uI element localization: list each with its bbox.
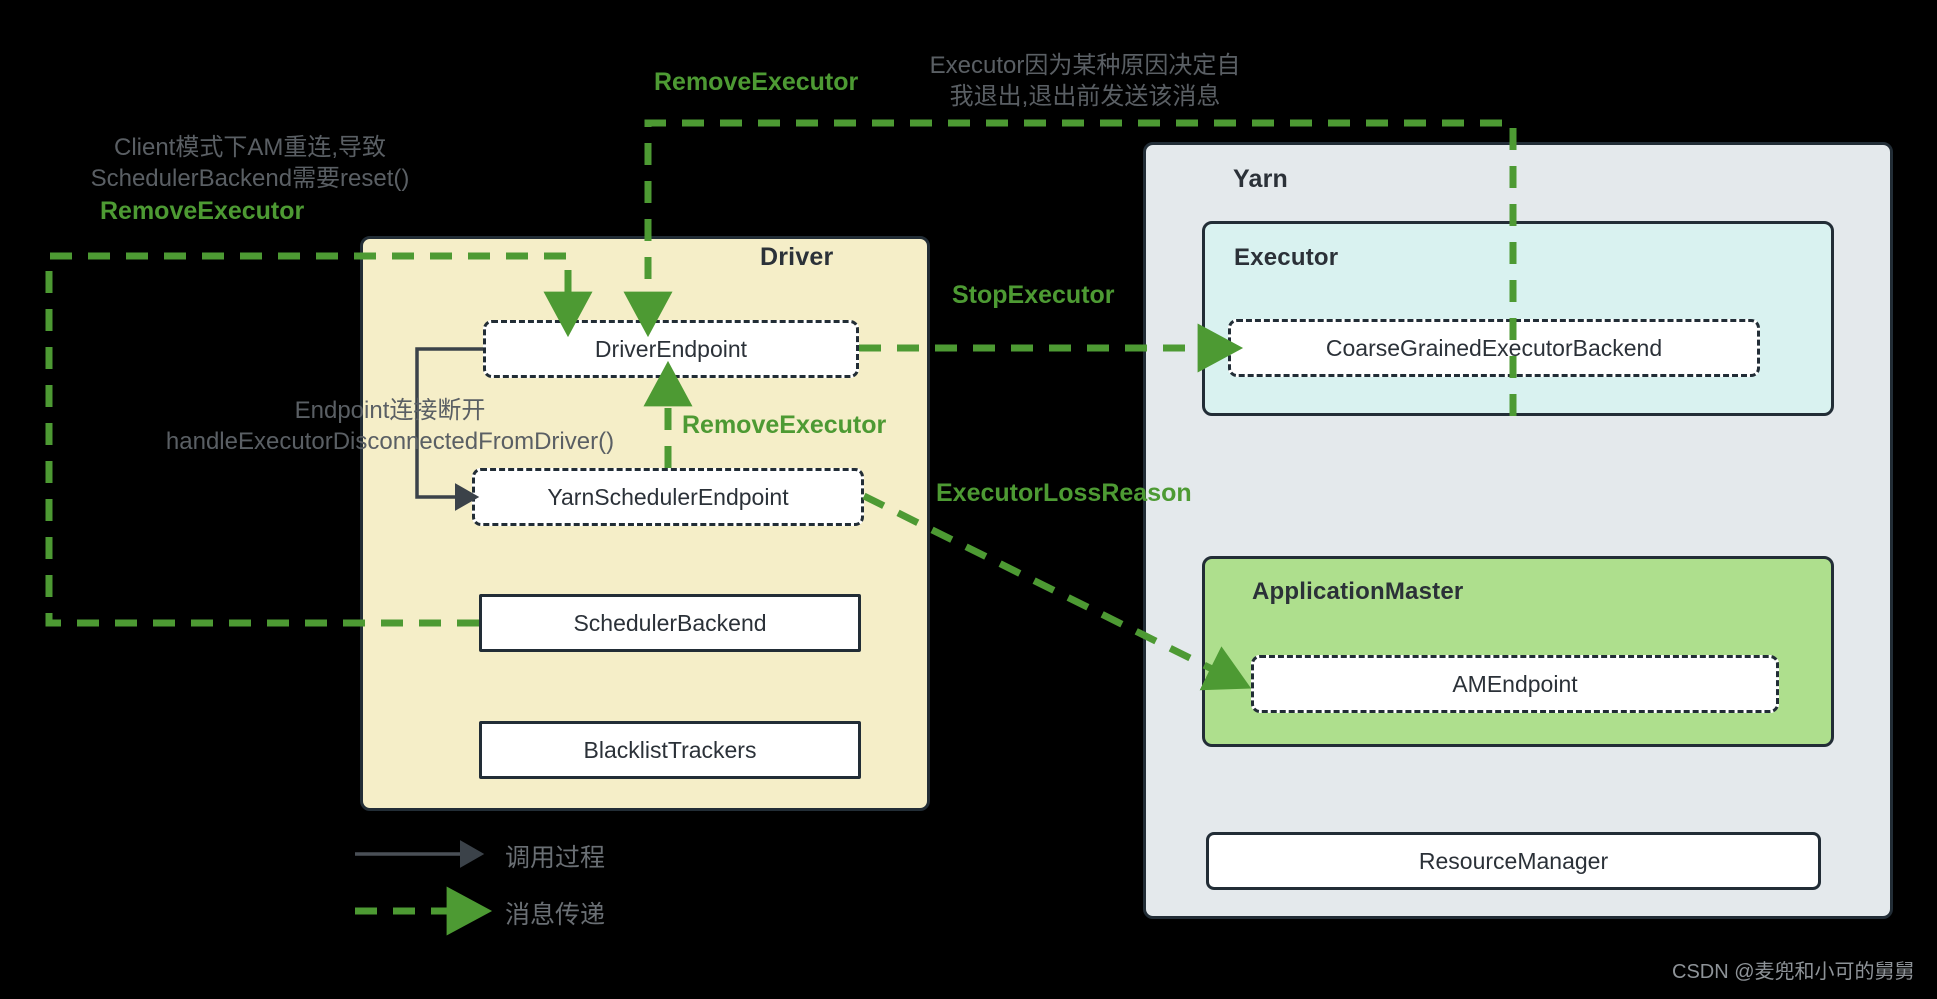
- node-yarn-scheduler-endpoint-label: YarnSchedulerEndpoint: [547, 483, 789, 510]
- node-scheduler-backend[interactable]: SchedulerBackend: [479, 594, 861, 652]
- watermark: CSDN @麦兜和小可的舅舅: [1672, 961, 1915, 983]
- node-blacklist-trackers[interactable]: BlacklistTrackers: [479, 721, 861, 779]
- node-yarn-scheduler-endpoint[interactable]: YarnSchedulerEndpoint: [472, 468, 864, 526]
- node-driver-endpoint[interactable]: DriverEndpoint: [483, 320, 859, 378]
- node-coarse-grained-executor-backend[interactable]: CoarseGrainedExecutorBackend: [1228, 319, 1760, 377]
- label-remove-executor-left: RemoveExecutor: [100, 197, 305, 225]
- node-coarse-grained-executor-backend-label: CoarseGrainedExecutorBackend: [1325, 334, 1663, 361]
- annotation-client-mode-reconnect: Client模式下AM重连,导致 SchedulerBackend需要reset…: [90, 134, 410, 193]
- panel-yarn-title: Yarn: [1233, 165, 1288, 193]
- label-stop-executor: StopExecutor: [952, 281, 1115, 309]
- legend-label-message-passing: 消息传递: [505, 901, 606, 929]
- node-blacklist-trackers-label: BlacklistTrackers: [583, 736, 757, 763]
- node-driver-endpoint-label: DriverEndpoint: [594, 335, 748, 362]
- node-resource-manager-label: ResourceManager: [1418, 847, 1609, 874]
- annotation-executor-self-exit: Executor因为某种原因决定自 我退出,退出前发送该消息: [929, 52, 1241, 111]
- annotation-endpoint-disconnected: Endpoint连接断开 handleExecutorDisconnectedF…: [165, 397, 615, 456]
- node-am-endpoint[interactable]: AMEndpoint: [1251, 655, 1779, 713]
- panel-executor-title: Executor: [1234, 244, 1339, 271]
- legend-label-call-process: 调用过程: [505, 844, 606, 872]
- node-resource-manager[interactable]: ResourceManager: [1206, 832, 1821, 890]
- label-remove-executor-inner: RemoveExecutor: [682, 411, 887, 439]
- label-executor-loss-reason: ExecutorLossReason: [936, 479, 1192, 507]
- panel-application-master: [1202, 556, 1834, 747]
- node-am-endpoint-label: AMEndpoint: [1452, 670, 1578, 697]
- panel-driver-title: Driver: [760, 243, 834, 271]
- label-remove-executor-top: RemoveExecutor: [654, 68, 859, 96]
- panel-application-master-title: ApplicationMaster: [1252, 578, 1464, 605]
- node-scheduler-backend-label: SchedulerBackend: [573, 609, 767, 636]
